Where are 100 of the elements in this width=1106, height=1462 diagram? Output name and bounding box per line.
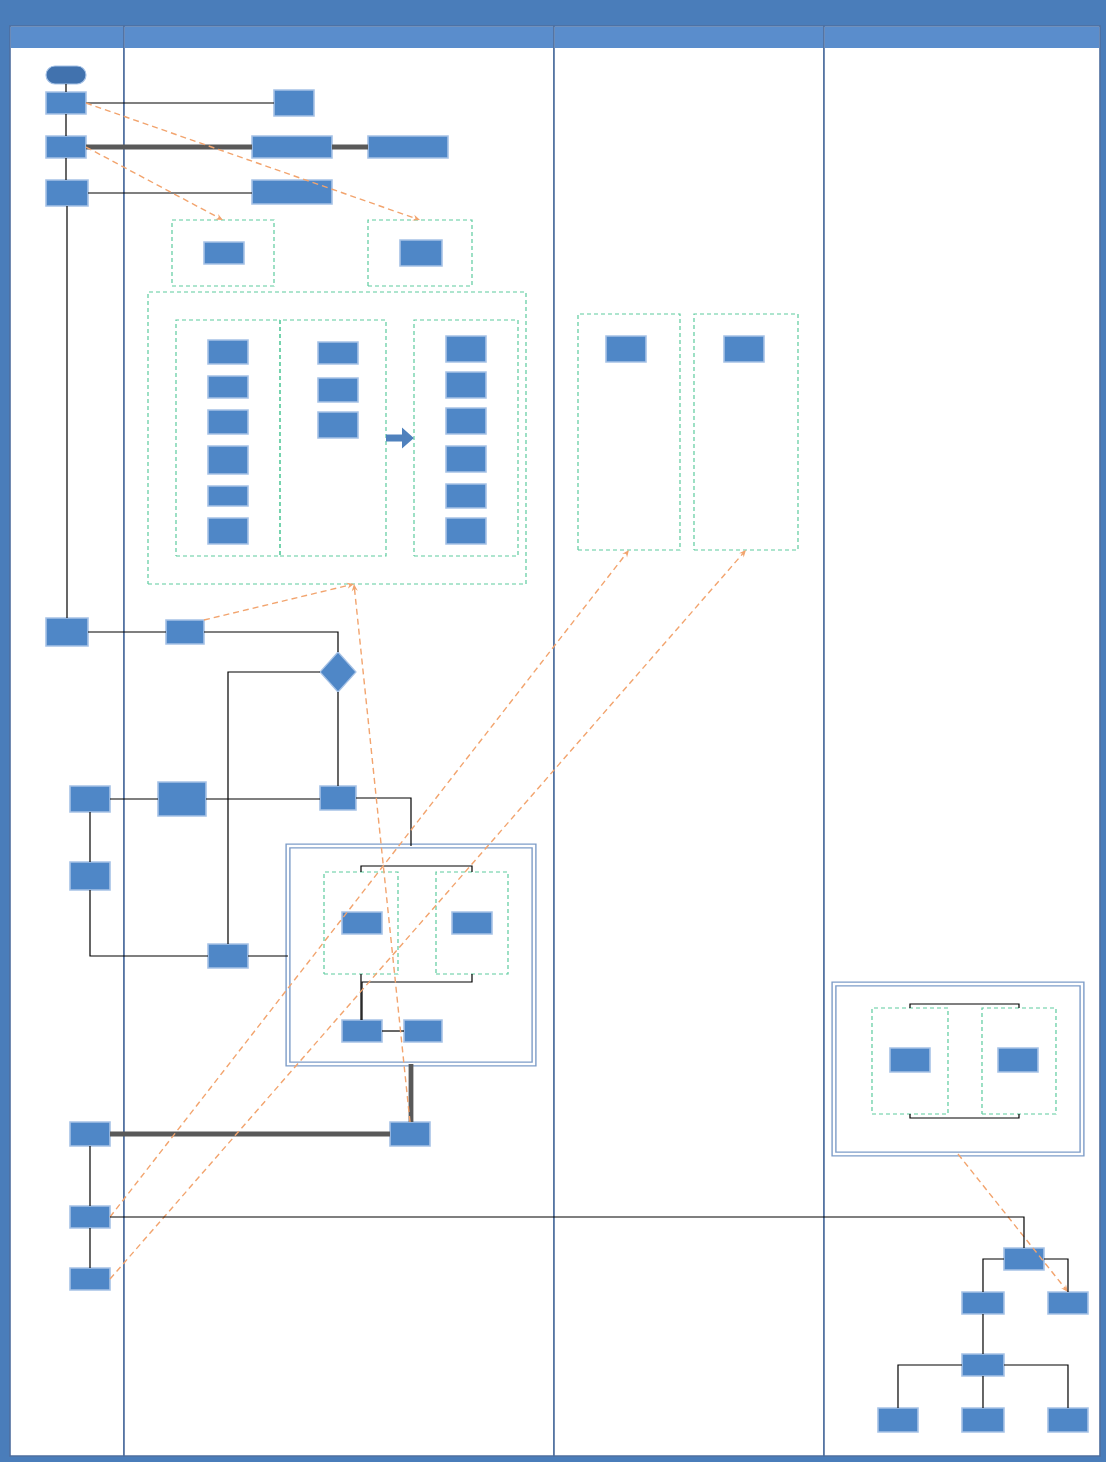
process-box bbox=[251, 135, 333, 159]
dashed-arrow bbox=[351, 584, 411, 1123]
process-box bbox=[69, 1121, 111, 1147]
dashed-arrow bbox=[109, 550, 629, 1218]
connector-line bbox=[87, 192, 253, 194]
process-box bbox=[317, 377, 359, 403]
process-box bbox=[45, 617, 89, 647]
connector-line bbox=[65, 83, 67, 93]
connector-line bbox=[909, 1003, 1020, 1009]
connector-line bbox=[89, 811, 91, 863]
process-box bbox=[317, 411, 359, 439]
connector-line bbox=[982, 1258, 1005, 1293]
connector-line bbox=[66, 205, 68, 619]
process-box bbox=[319, 785, 357, 811]
process-box bbox=[69, 1205, 111, 1229]
dashed-container bbox=[435, 871, 509, 975]
dashed-arrow bbox=[957, 1153, 1068, 1292]
process-box bbox=[403, 1019, 443, 1043]
connector-line bbox=[85, 102, 275, 104]
process-box bbox=[273, 89, 315, 117]
process-box bbox=[69, 785, 111, 813]
dashed-container bbox=[279, 319, 387, 557]
connector-line bbox=[65, 157, 67, 181]
process-box bbox=[207, 375, 249, 399]
connector-line bbox=[1043, 1258, 1069, 1293]
connector-line bbox=[355, 797, 412, 847]
connector-line bbox=[89, 1145, 91, 1207]
process-box bbox=[445, 371, 487, 399]
connector-line bbox=[110, 1131, 390, 1137]
connector-line bbox=[87, 631, 167, 633]
process-box bbox=[889, 1047, 931, 1073]
process-box bbox=[445, 445, 487, 473]
cluster-panel bbox=[831, 981, 1085, 1157]
process-box bbox=[207, 445, 249, 475]
connector-line bbox=[109, 798, 159, 800]
connector-line bbox=[982, 1313, 984, 1355]
process-box bbox=[207, 409, 249, 435]
connector-line bbox=[227, 671, 321, 945]
connector-line bbox=[247, 955, 289, 957]
dashed-container bbox=[175, 319, 281, 557]
process-box bbox=[605, 335, 647, 363]
process-box bbox=[165, 619, 205, 645]
decision-diamond bbox=[319, 651, 357, 693]
connector-line bbox=[909, 1113, 1020, 1119]
process-box bbox=[45, 179, 89, 207]
process-box bbox=[207, 517, 249, 545]
dashed-arrow bbox=[203, 582, 354, 621]
connector-line bbox=[381, 1030, 405, 1032]
process-box bbox=[207, 943, 249, 969]
connector-line bbox=[337, 691, 339, 787]
process-box bbox=[207, 339, 249, 365]
process-box bbox=[961, 1291, 1005, 1315]
process-box bbox=[157, 781, 207, 817]
dashed-arrow bbox=[109, 550, 746, 1280]
dashed-container bbox=[871, 1007, 949, 1115]
process-box bbox=[341, 911, 383, 935]
connector-line bbox=[897, 1364, 963, 1409]
dashed-container bbox=[367, 219, 473, 287]
process-box bbox=[341, 1019, 383, 1043]
connector-line bbox=[109, 1216, 1025, 1249]
process-box bbox=[69, 1267, 111, 1291]
dashed-container bbox=[981, 1007, 1057, 1115]
process-box bbox=[45, 91, 87, 115]
process-box bbox=[961, 1407, 1005, 1433]
connector-line bbox=[360, 973, 362, 1021]
process-box bbox=[1047, 1407, 1089, 1433]
process-box bbox=[445, 517, 487, 545]
process-box bbox=[203, 241, 245, 265]
process-box bbox=[997, 1047, 1039, 1073]
connector-line bbox=[982, 1375, 984, 1409]
connector-line bbox=[203, 631, 339, 653]
process-box bbox=[451, 911, 493, 935]
process-box bbox=[445, 335, 487, 363]
dashed-arrow bbox=[85, 102, 420, 221]
connector-line bbox=[360, 865, 473, 873]
connector-line bbox=[205, 798, 321, 800]
connector-line bbox=[408, 1064, 414, 1122]
process-box bbox=[389, 1121, 431, 1147]
process-box bbox=[367, 135, 449, 159]
dashed-container bbox=[147, 291, 527, 585]
process-box bbox=[961, 1353, 1005, 1377]
process-box bbox=[1003, 1247, 1045, 1271]
dashed-arrow bbox=[85, 146, 223, 220]
dashed-container bbox=[577, 313, 681, 551]
process-box bbox=[399, 239, 443, 267]
dashed-container bbox=[693, 313, 799, 551]
connector-line bbox=[89, 1227, 91, 1269]
connector-line bbox=[89, 889, 209, 957]
dashed-container bbox=[171, 219, 275, 287]
process-box bbox=[69, 861, 111, 891]
process-box bbox=[445, 483, 487, 509]
connector-line bbox=[65, 113, 67, 137]
process-box bbox=[45, 135, 87, 159]
process-box bbox=[877, 1407, 919, 1433]
process-box bbox=[723, 335, 765, 363]
connector-line bbox=[86, 144, 252, 150]
connector-line bbox=[361, 973, 473, 1021]
connector-line bbox=[332, 144, 368, 150]
process-box bbox=[445, 407, 487, 435]
process-box bbox=[207, 485, 249, 507]
